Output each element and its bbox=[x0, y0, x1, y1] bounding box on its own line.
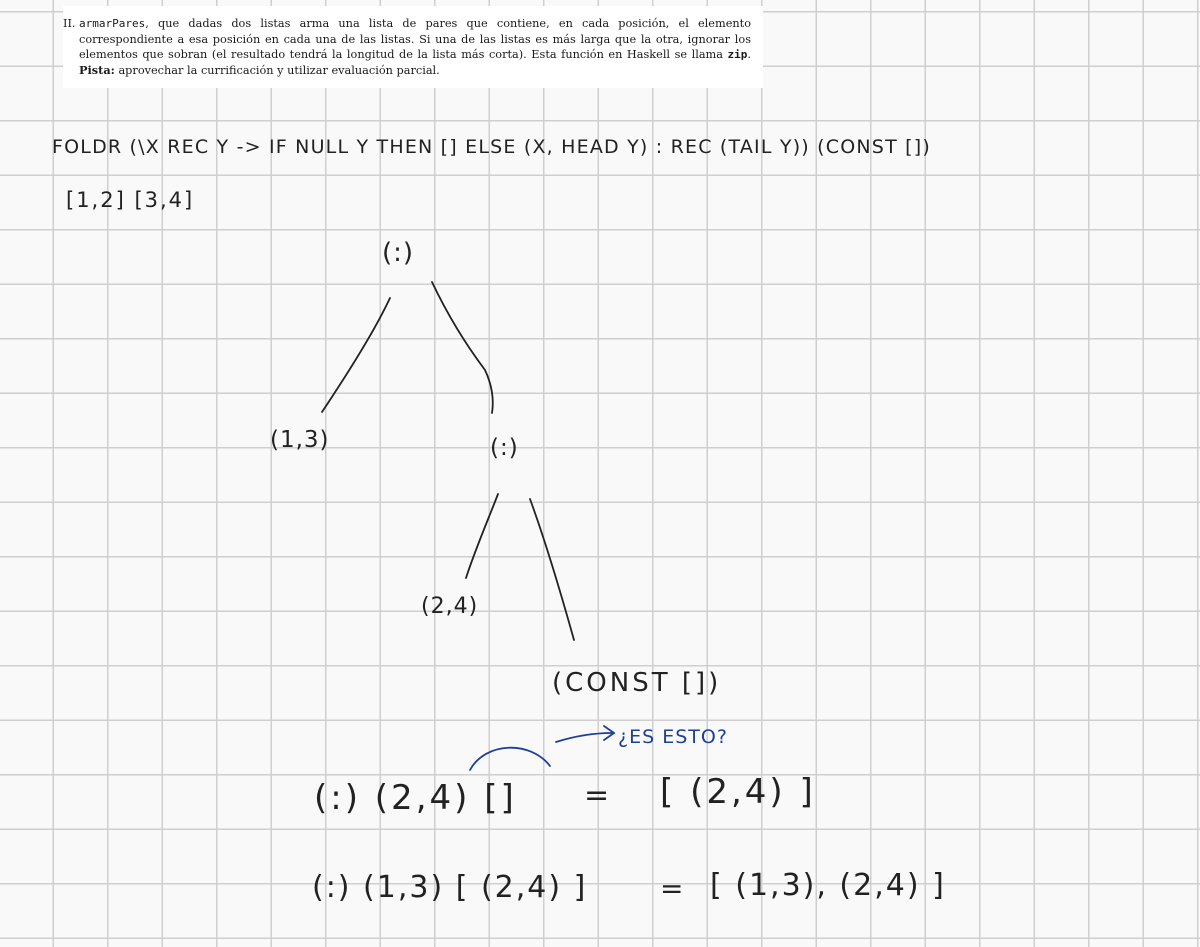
equation-2-lhs: (:) (1,3) [ (2,4) ] bbox=[312, 870, 588, 905]
question-arrow bbox=[555, 732, 613, 743]
hint-text: aprovechar la currificación y utilizar e… bbox=[114, 63, 440, 77]
question-annotation: ¿ES ESTO? bbox=[618, 726, 728, 748]
tree-root-cons: (:) bbox=[382, 238, 415, 268]
exercise-statement: II.armarPares, que dadas dos listas arma… bbox=[63, 6, 763, 88]
foldr-expression: FOLDR (\X REC Y -> IF NULL Y THEN [] ELS… bbox=[52, 136, 931, 158]
tree-edge-root-right bbox=[431, 281, 494, 414]
empty-list-marker-arc bbox=[469, 746, 551, 771]
equation-2-equals: = bbox=[660, 872, 685, 905]
equation-1-equals: = bbox=[584, 778, 611, 813]
equation-1-rhs: [ (2,4) ] bbox=[660, 772, 816, 812]
tree-inner-cons: (:) bbox=[490, 435, 519, 461]
exercise-text: II.armarPares, que dadas dos listas arma… bbox=[63, 16, 751, 78]
hint-label: Pista: bbox=[79, 62, 115, 77]
exercise-separator: . bbox=[747, 48, 751, 61]
tree-inner-right-leaf: (CONST []) bbox=[552, 668, 722, 698]
haskell-function-name: zip bbox=[727, 48, 748, 61]
equation-1-lhs: (:) (2,4) [] bbox=[314, 778, 517, 818]
tree-inner-left-leaf: (2,4) bbox=[421, 594, 479, 619]
exercise-number: II. bbox=[63, 17, 76, 30]
tree-left-leaf: (1,3) bbox=[270, 427, 330, 453]
question-arrowhead bbox=[603, 725, 616, 741]
tree-edge-inner-left bbox=[465, 493, 499, 579]
foldr-arguments: [1,2] [3,4] bbox=[66, 188, 195, 212]
equation-2-rhs: [ (1,3), (2,4) ] bbox=[710, 868, 946, 903]
tree-edge-inner-right bbox=[529, 498, 575, 641]
tree-edge-root-left bbox=[321, 297, 391, 413]
exercise-body: , que dadas dos listas arma una lista de… bbox=[79, 17, 751, 61]
function-name: armarPares bbox=[79, 17, 146, 30]
